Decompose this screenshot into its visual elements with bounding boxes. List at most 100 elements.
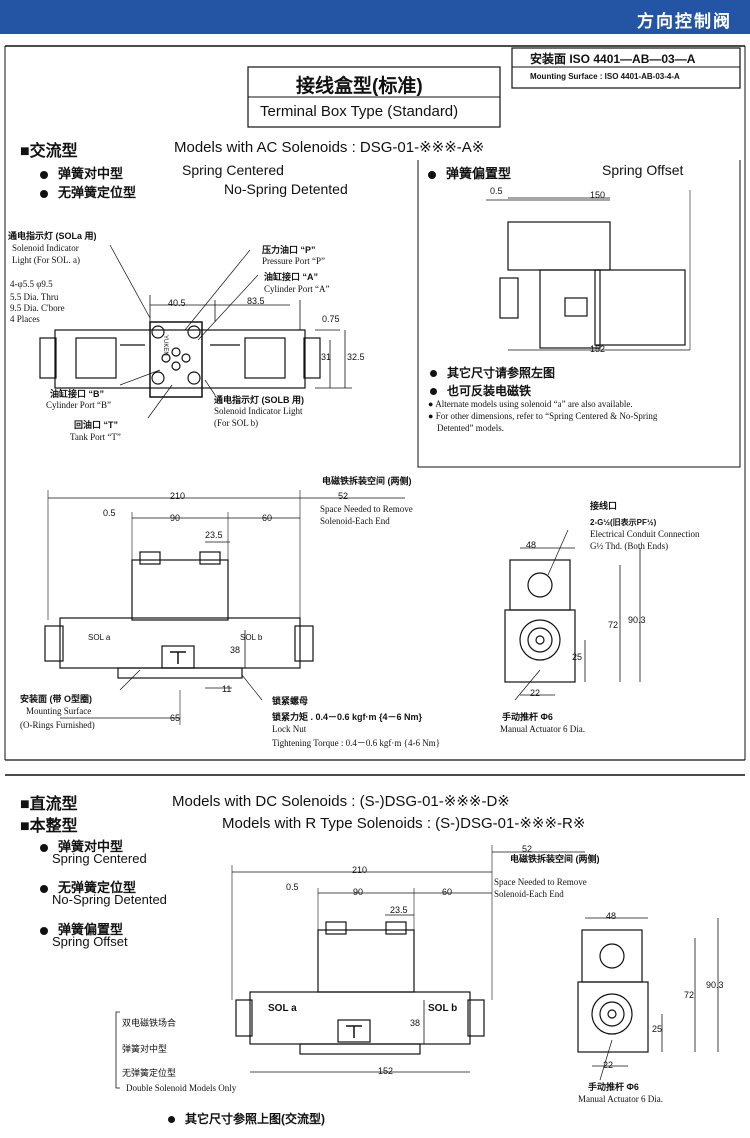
dim-210: 210 <box>170 491 186 501</box>
offset-note-5: Detented” models. <box>437 423 504 433</box>
dc-sol-a-label: SOL a <box>268 1003 297 1014</box>
ac-option-spring-centered-cn: 弹簧对中型 <box>40 163 123 182</box>
ind-a-en1: Solenoid Indicator <box>12 243 79 253</box>
p-port-en: Pressure Port “P” <box>262 256 325 266</box>
dc-dim-0-5: 0.5 <box>286 882 299 892</box>
dim-38: 38 <box>230 645 241 655</box>
dc-heading2-cn: ■本整型 <box>20 818 78 835</box>
dc-dim-152: 152 <box>378 1066 394 1076</box>
a-port-en: Cylinder Port “A” <box>264 284 330 294</box>
ind-b-en1: Solenoid Indicator Light <box>214 406 303 416</box>
holes-2: 5.5 Dia. Thru <box>10 292 59 302</box>
t-port-cn: 回油口 “T” <box>74 420 118 430</box>
offset-dim-152: 152 <box>590 344 606 354</box>
dim-11: 11 <box>222 684 232 694</box>
bullet-icon <box>428 170 436 179</box>
conn-en2: G½ Thd. (Both Ends) <box>590 541 669 551</box>
bullet-icon <box>40 189 48 198</box>
dc-end-dim-25: 25 <box>652 1024 663 1034</box>
dc-end-dim-72: 72 <box>684 990 695 1000</box>
dc-heading1-cn: ■直流型 <box>20 796 78 813</box>
nut-en2: Tightening Torque : 0.4－0.6 kgf·m {4-6 N… <box>272 738 441 748</box>
dim-31: 31 <box>321 352 332 362</box>
p-port-cn: 压力油口 “P” <box>262 245 316 255</box>
double-1: 双电磁铁场合 <box>122 1018 177 1028</box>
dc-end-dim-22: 22 <box>603 1060 614 1070</box>
dc-heading2-en: Models with R Type Solenoids : (S-)DSG-0… <box>222 815 586 832</box>
offset-dim-0-5: 0.5 <box>490 186 503 196</box>
dc-dim-52: 52 <box>522 844 533 854</box>
dim-60: 60 <box>262 513 273 523</box>
dc-dim-90: 90 <box>353 887 364 897</box>
dc-opt2-en: No-Spring Detented <box>52 892 167 907</box>
dc-end-dim-48: 48 <box>606 911 617 921</box>
end-dim-48: 48 <box>526 540 537 550</box>
sol-b-label: SOL b <box>240 633 263 642</box>
double-en: Double Solenoid Models Only <box>126 1083 237 1093</box>
bullet-icon <box>40 843 48 852</box>
manual-en: Manual Actuator 6 Dia. <box>500 724 585 734</box>
dc-space-cn: 电磁铁拆装空间 (两侧) <box>510 854 600 864</box>
ac-option-spring-centered-en: Spring Centered <box>182 162 284 178</box>
dc-manual-cn: 手动推杆 Φ6 <box>588 1082 639 1092</box>
dim-32-5: 32.5 <box>347 352 365 362</box>
dim-52: 52 <box>338 491 349 501</box>
holes-4: 4 Places <box>10 314 40 324</box>
bullet-icon <box>430 388 437 396</box>
space-cn: 电磁铁拆装空间 (两侧) <box>322 476 412 486</box>
dc-sol-b-label: SOL b <box>428 1003 458 1014</box>
mount-surface-cn: 安装面 ISO 4401—AB—03—A <box>530 52 696 66</box>
mount-surface-en: Mounting Surface : ISO 4401-AB-03-4-A <box>530 72 680 81</box>
ac-option-no-spring-en: No-Spring Detented <box>224 181 348 197</box>
dc-opt2-cn: 无弹簧定位型 <box>40 877 136 896</box>
ind-a-en2: Light (For SOL. a) <box>12 255 80 265</box>
dim-90: 90 <box>170 513 181 523</box>
dim-0-75: 0.75 <box>322 314 340 324</box>
ac-option-no-spring-cn: 无弹簧定位型 <box>40 182 136 201</box>
footer-note: 其它尺寸参照上图(交流型) <box>168 1110 325 1127</box>
dim-83-5: 83.5 <box>247 296 265 306</box>
double-2: 弹簧对中型 <box>122 1044 168 1054</box>
dim-23-5: 23.5 <box>205 530 223 540</box>
holes-3: 9.5 Dia. C'bore <box>10 303 65 313</box>
end-dim-25: 25 <box>572 652 583 662</box>
offset-dim-150: 150 <box>590 190 606 200</box>
space-en2: Solenoid-Each End <box>320 516 390 526</box>
bullet-icon <box>40 170 48 179</box>
dc-opt1-en: Spring Centered <box>52 851 147 866</box>
bullet-icon <box>430 370 437 378</box>
dc-opt3-cn: 弹簧偏置型 <box>40 919 123 938</box>
holes-1: 4-φ5.5 φ9.5 <box>10 279 53 289</box>
dc-dim-60: 60 <box>442 887 453 897</box>
ind-b-cn: 通电指示灯 (SOLB 用) <box>214 395 304 405</box>
bullet-icon <box>168 1116 175 1124</box>
nut-cn1: 锁紧螺母 <box>272 696 309 706</box>
b-port-cn: 油缸接口 “B” <box>50 389 105 399</box>
offset-note-4: ● For other dimensions, refer to “Spring… <box>428 411 658 421</box>
dim-0-5: 0.5 <box>103 508 116 518</box>
dim-65: 65 <box>170 713 181 723</box>
bullet-icon <box>40 884 48 893</box>
header-bar: 方向控制阀 <box>0 0 750 34</box>
dc-manual-en: Manual Actuator 6 Dia. <box>578 1094 663 1104</box>
nut-en1: Lock Nut <box>272 724 307 734</box>
offset-note-3: ● Alternate models using solenoid “a” ar… <box>428 399 633 409</box>
mount-cn: 安装面 (带 O型圈) <box>20 694 92 704</box>
bullet-icon <box>40 926 48 935</box>
ac-option-offset-en: Spring Offset <box>602 162 684 178</box>
nut-cn2: 锁紧力矩 . 0.4－0.6 kgf·m {4－6 Nm} <box>272 712 423 722</box>
dc-opt3-en: Spring Offset <box>52 934 128 949</box>
ac-heading-cn: ■交流型 <box>20 143 78 160</box>
dim-40-5: 40.5 <box>168 298 186 308</box>
manual-cn: 手动推杆 Φ6 <box>502 712 553 722</box>
dc-space-en2: Solenoid-Each End <box>494 889 564 899</box>
dc-end-dim-90-3: 90.3 <box>706 980 724 990</box>
end-dim-72: 72 <box>608 620 619 630</box>
header-title: 方向控制阀 <box>637 12 732 31</box>
end-dim-90-3: 90.3 <box>628 615 646 625</box>
